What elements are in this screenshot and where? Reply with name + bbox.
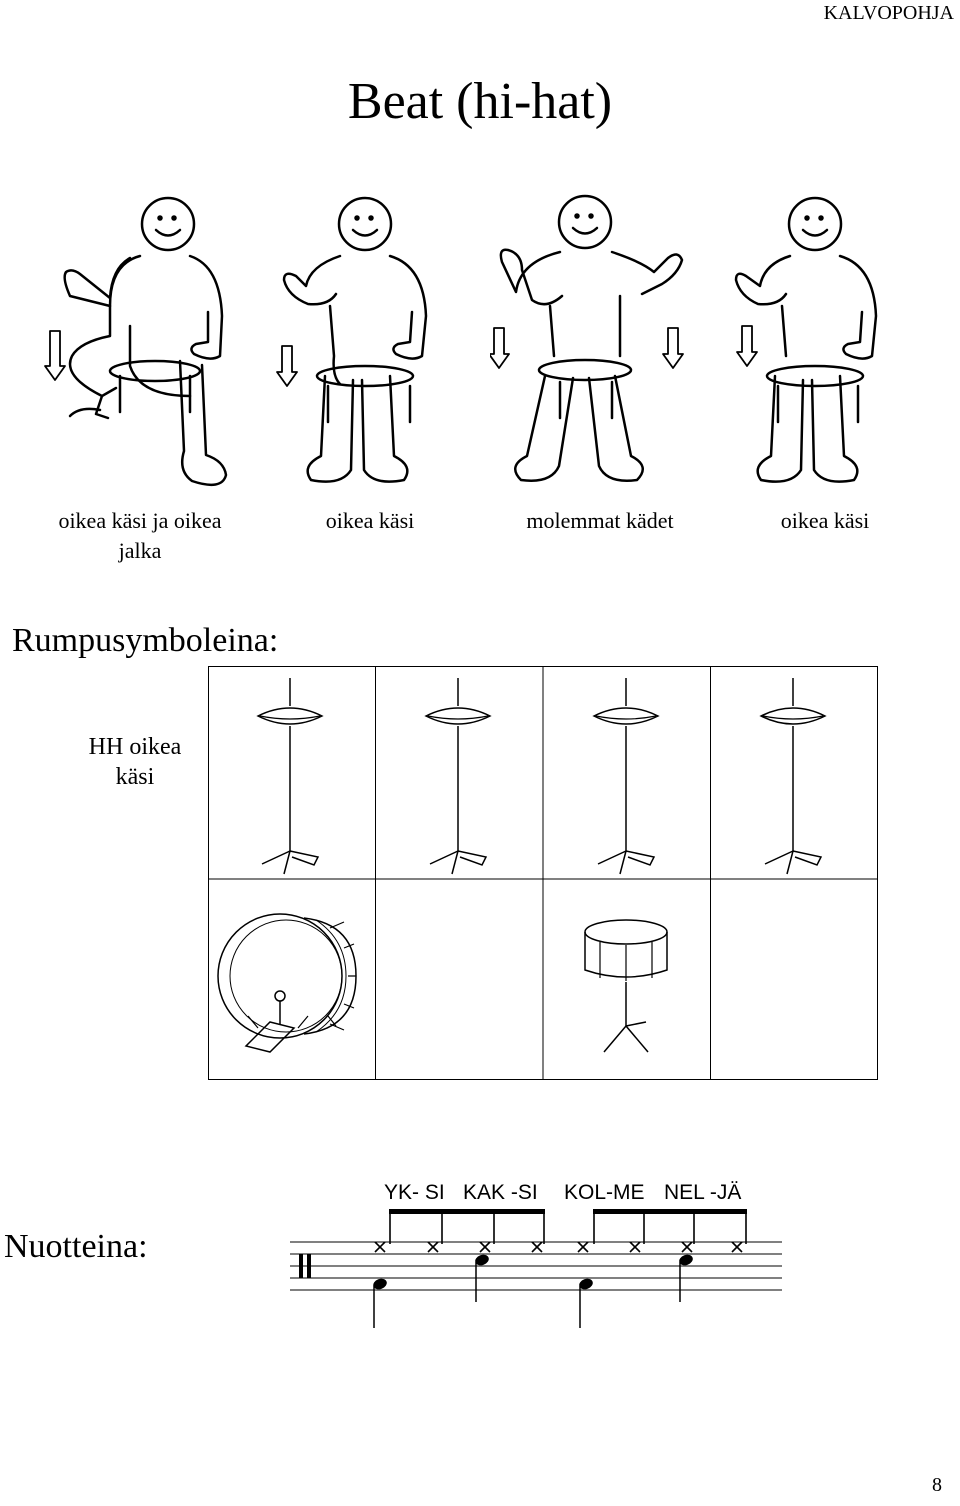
- count-syllable: NEL -JÄ: [664, 1181, 742, 1204]
- percussion-clef-icon: [299, 1254, 311, 1278]
- count-syllable: KOL-ME: [564, 1181, 645, 1204]
- snare-notes: [475, 1254, 693, 1302]
- beam-icon: [389, 1209, 747, 1214]
- figure-both-hands-icon: [488, 186, 690, 496]
- figure-kick-arrow-icon: [40, 186, 240, 496]
- bass-drum-notes: [373, 1278, 593, 1328]
- caption-line: oikea käsi: [780, 508, 870, 533]
- caption-figure-4: oikea käsi: [745, 506, 905, 536]
- hihat-icon: [593, 677, 659, 875]
- count-syllable: YK- SI: [384, 1181, 445, 1204]
- section-heading-drum-symbols: Rumpusymboleina:: [12, 622, 279, 659]
- hihat-notes: [374, 1211, 747, 1253]
- caption-line: oikea käsi ja oikea: [58, 508, 222, 533]
- caption-figure-3: molemmat kädet: [490, 506, 710, 536]
- row-label-line: HH oikea: [88, 734, 182, 760]
- row-label-hihat: HH oikea käsi: [60, 732, 210, 792]
- header-tag: KALVOPOHJA: [823, 2, 954, 24]
- caption-figure-1: oikea käsi ja oikea jalka: [20, 506, 260, 566]
- bass-drum-icon: [217, 913, 357, 1053]
- row-label-line: käsi: [115, 764, 155, 790]
- drum-notation-staff: [290, 1209, 782, 1328]
- hihat-icon: [760, 677, 826, 875]
- page-title: Beat (hi-hat): [347, 73, 613, 130]
- section-heading-notation: Nuotteina:: [4, 1228, 148, 1265]
- caption-line: jalka: [118, 538, 162, 563]
- caption-figure-2: oikea käsi: [290, 506, 450, 536]
- count-syllable: KAK -SI: [463, 1181, 538, 1204]
- caption-line: molemmat kädet: [526, 508, 674, 533]
- figure-right-hand-icon: [270, 186, 470, 496]
- hihat-icon: [425, 677, 491, 875]
- drum-symbol-grid: [208, 666, 878, 1080]
- figure-right-hand-icon: [730, 186, 930, 496]
- caption-line: oikea käsi: [325, 508, 415, 533]
- hihat-icon: [257, 677, 323, 875]
- snare-drum-icon: [584, 919, 668, 1053]
- page-number: 8: [932, 1474, 942, 1496]
